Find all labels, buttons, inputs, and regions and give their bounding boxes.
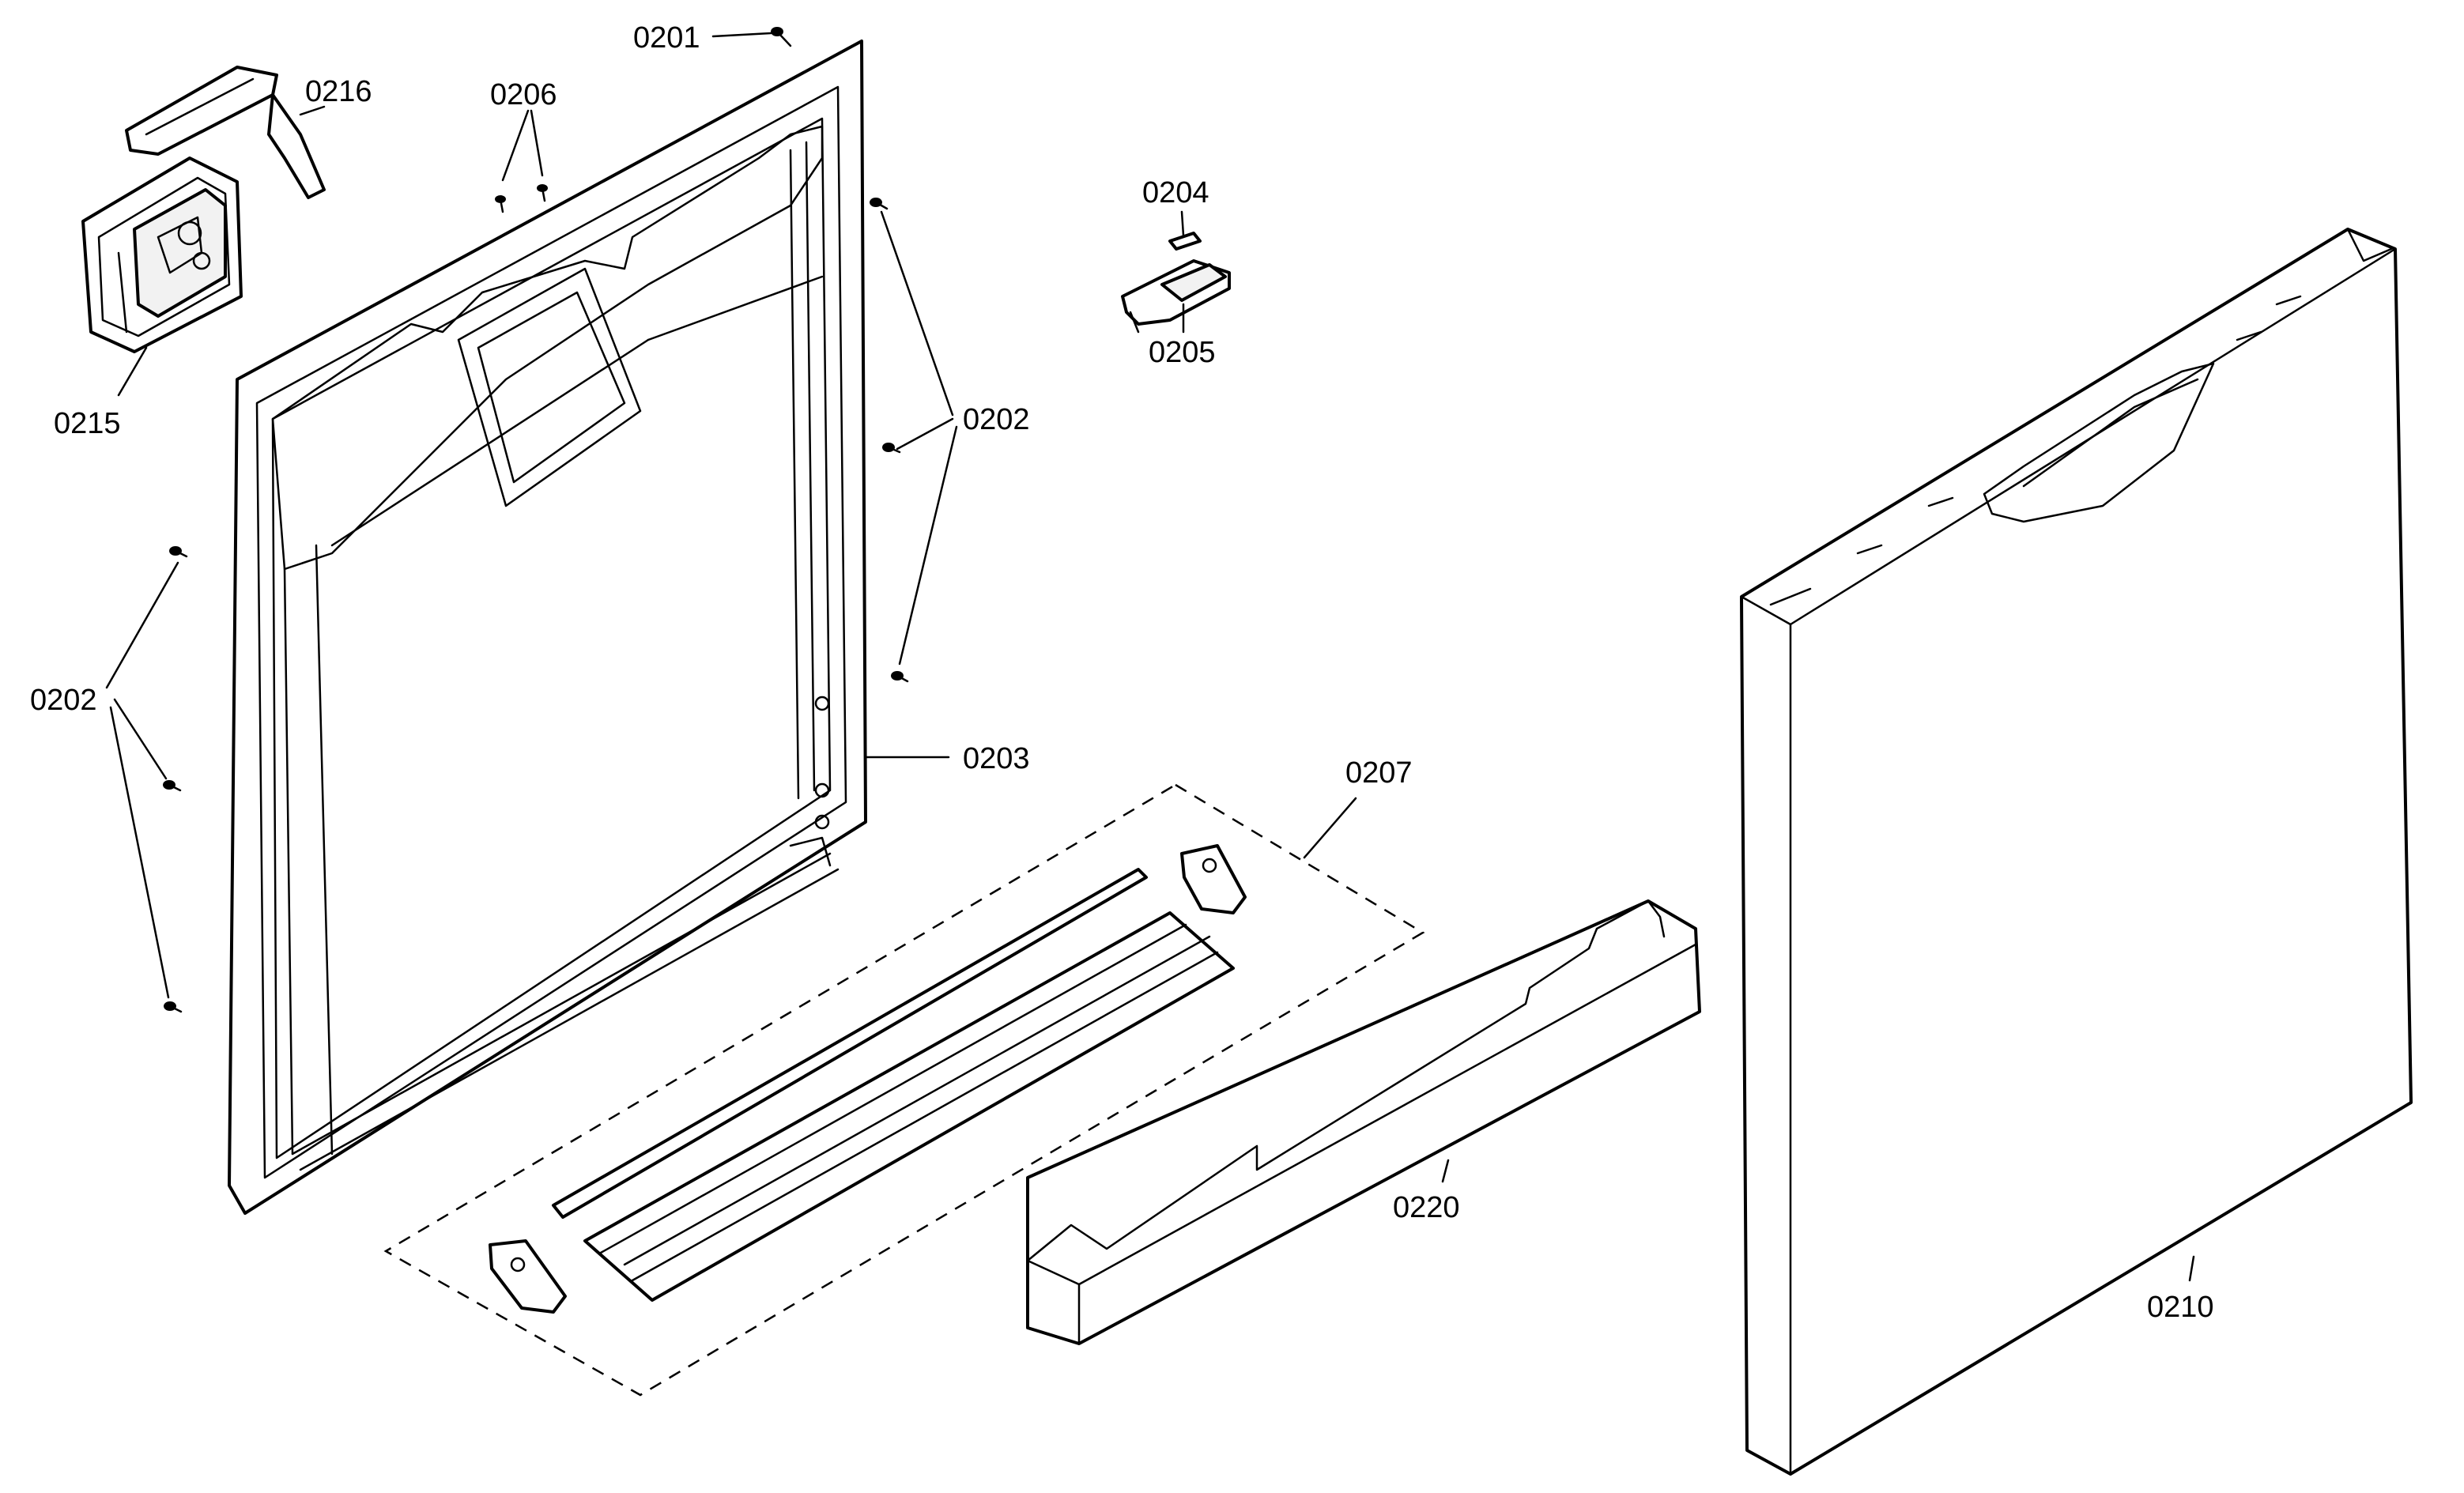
leader-lines [105,105,958,999]
callout-0220: 0220 [1393,1191,1460,1224]
callout-0215: 0215 [54,407,121,440]
screw-0201[interactable] [771,27,792,47]
screws-0206[interactable] [495,184,548,213]
kickplate-kit-0207[interactable] [383,783,1425,1397]
callout-0202-right: 0202 [963,403,1030,436]
callout-0202-left: 0202 [30,684,97,717]
callout-0216: 0216 [305,75,372,108]
callout-0206: 0206 [490,78,557,111]
dispenser-0215[interactable] [81,156,243,353]
outer-door-panel-0210[interactable] [1740,228,2413,1476]
dispenser-cover-0216[interactable] [125,66,326,199]
screws-0202-right[interactable] [870,198,909,683]
toe-kick-panel-0220[interactable] [1026,899,1701,1345]
inner-door-frame-0203[interactable] [228,40,867,1215]
callout-0205: 0205 [1149,336,1216,369]
latch-clip-0204[interactable] [1168,210,1202,251]
callout-0203: 0203 [963,742,1030,775]
callout-0204: 0204 [1142,176,1209,209]
callout-0207: 0207 [1345,756,1413,790]
callout-0201: 0201 [633,21,700,55]
screws-0202-left[interactable] [163,546,188,1013]
callout-0210: 0210 [2147,1291,2214,1324]
latch-0205[interactable] [1121,259,1231,334]
